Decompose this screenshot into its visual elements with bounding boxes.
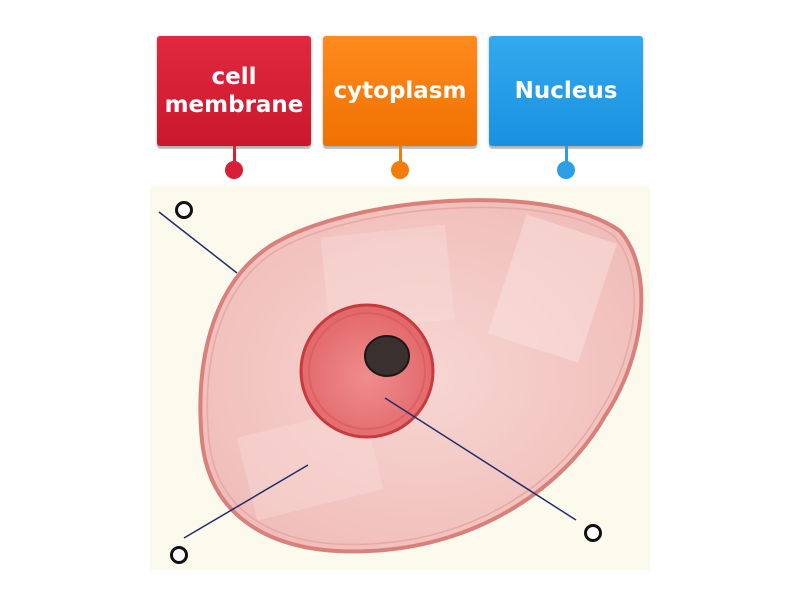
cell-inner-outline xyxy=(206,206,635,546)
drop-target-top-left[interactable] xyxy=(175,201,193,219)
label-card-nucleus[interactable]: Nucleus xyxy=(489,36,643,146)
label-card-text: cytoplasm xyxy=(333,78,467,104)
cell-illustration xyxy=(158,198,644,554)
label-card-cell-membrane[interactable]: cell membrane xyxy=(157,36,311,146)
label-card-text: cell membrane xyxy=(164,64,304,118)
drop-target-bottom-left[interactable] xyxy=(170,546,188,564)
label-pin-nucleus xyxy=(556,146,576,180)
drop-target-bottom-right[interactable] xyxy=(584,524,602,542)
label-pin-cytoplasm xyxy=(390,146,410,180)
texture-patch xyxy=(487,214,617,363)
nucleolus xyxy=(364,335,410,377)
label-card-cytoplasm[interactable]: cytoplasm xyxy=(323,36,477,146)
label-card-text: Nucleus xyxy=(514,78,618,104)
nucleus-inner-ring xyxy=(308,312,426,430)
cell-diagram xyxy=(150,186,650,570)
label-pin-cell-membrane xyxy=(224,146,244,180)
pointer-line-bottom-right xyxy=(384,397,577,521)
pointer-line-top-left xyxy=(158,211,238,274)
pointer-line-bottom-left xyxy=(183,464,309,539)
nucleus xyxy=(299,303,435,439)
